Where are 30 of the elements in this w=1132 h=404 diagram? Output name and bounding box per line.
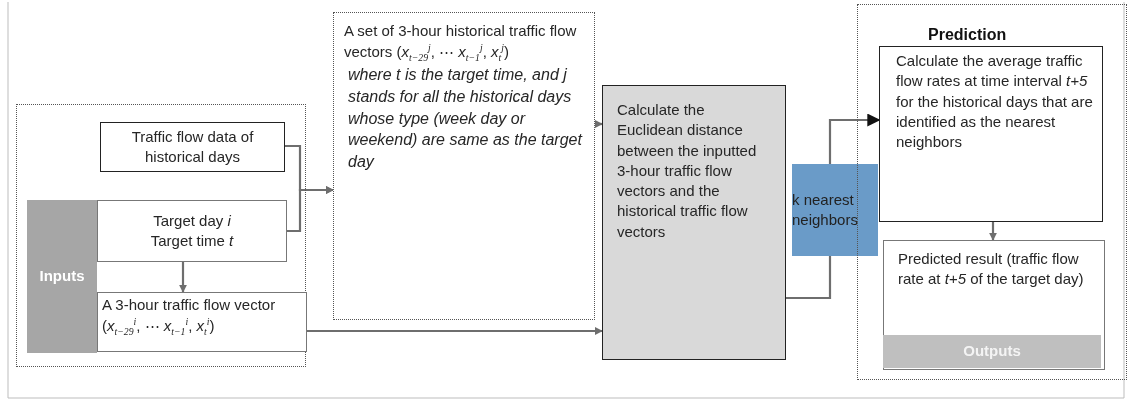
process-box [100,122,285,172]
prediction-panel [857,4,1127,380]
inputs-band [27,200,97,353]
process-box [97,200,287,262]
box-label: A 3-hour traffic flow vector (x$_{t−29}$$^{i}$, ⋯ x$_{t−1}$$^{i}$, x$_{t}$$^{i}$) [102,295,277,339]
arrow [307,327,603,335]
box-note: where t is the target time, and j stands for all the historical days whose type (week day or weekend) are same as the target day [348,65,584,172]
arrow [594,120,603,128]
arrow [287,186,334,233]
box-label: Traffic flow data of historical days [130,126,255,167]
box-label: Calculate the average traffic flow rates at time interval t+5 for the historical days that are identified as the nearest neighbors [896,51,1094,152]
result-box [792,164,878,256]
process-box [97,292,307,352]
connector-line [786,256,832,300]
arrow [989,222,997,241]
box-label: A set of 3-hour historical traffic flow vectors (x$_{t−29}$$^{j}$, ⋯ x$_{t−1}$$^{j}$, x$_{t}$$^{j}$) [344,21,578,65]
panel-heading: Prediction [928,27,1007,43]
box-label: Target day i Target time t [149,210,235,251]
arrow [179,262,187,293]
process-box [333,12,595,320]
box-label: Calculate the Euclidean distance between the inputted 3-hour traffic flow vectors and the historical traffic flow vectors [617,100,758,242]
process-box [602,85,786,360]
box-label: k nearest neighbors [792,189,859,230]
box-label: Predicted result (traffic flow rate at t+5 of the target day) [898,249,1085,290]
arrow [828,113,881,164]
process-box [879,46,1103,222]
outputs-band [883,335,1101,368]
band-label: Inputs [39,266,85,287]
inputs-panel [16,104,306,367]
output-box [883,240,1105,370]
